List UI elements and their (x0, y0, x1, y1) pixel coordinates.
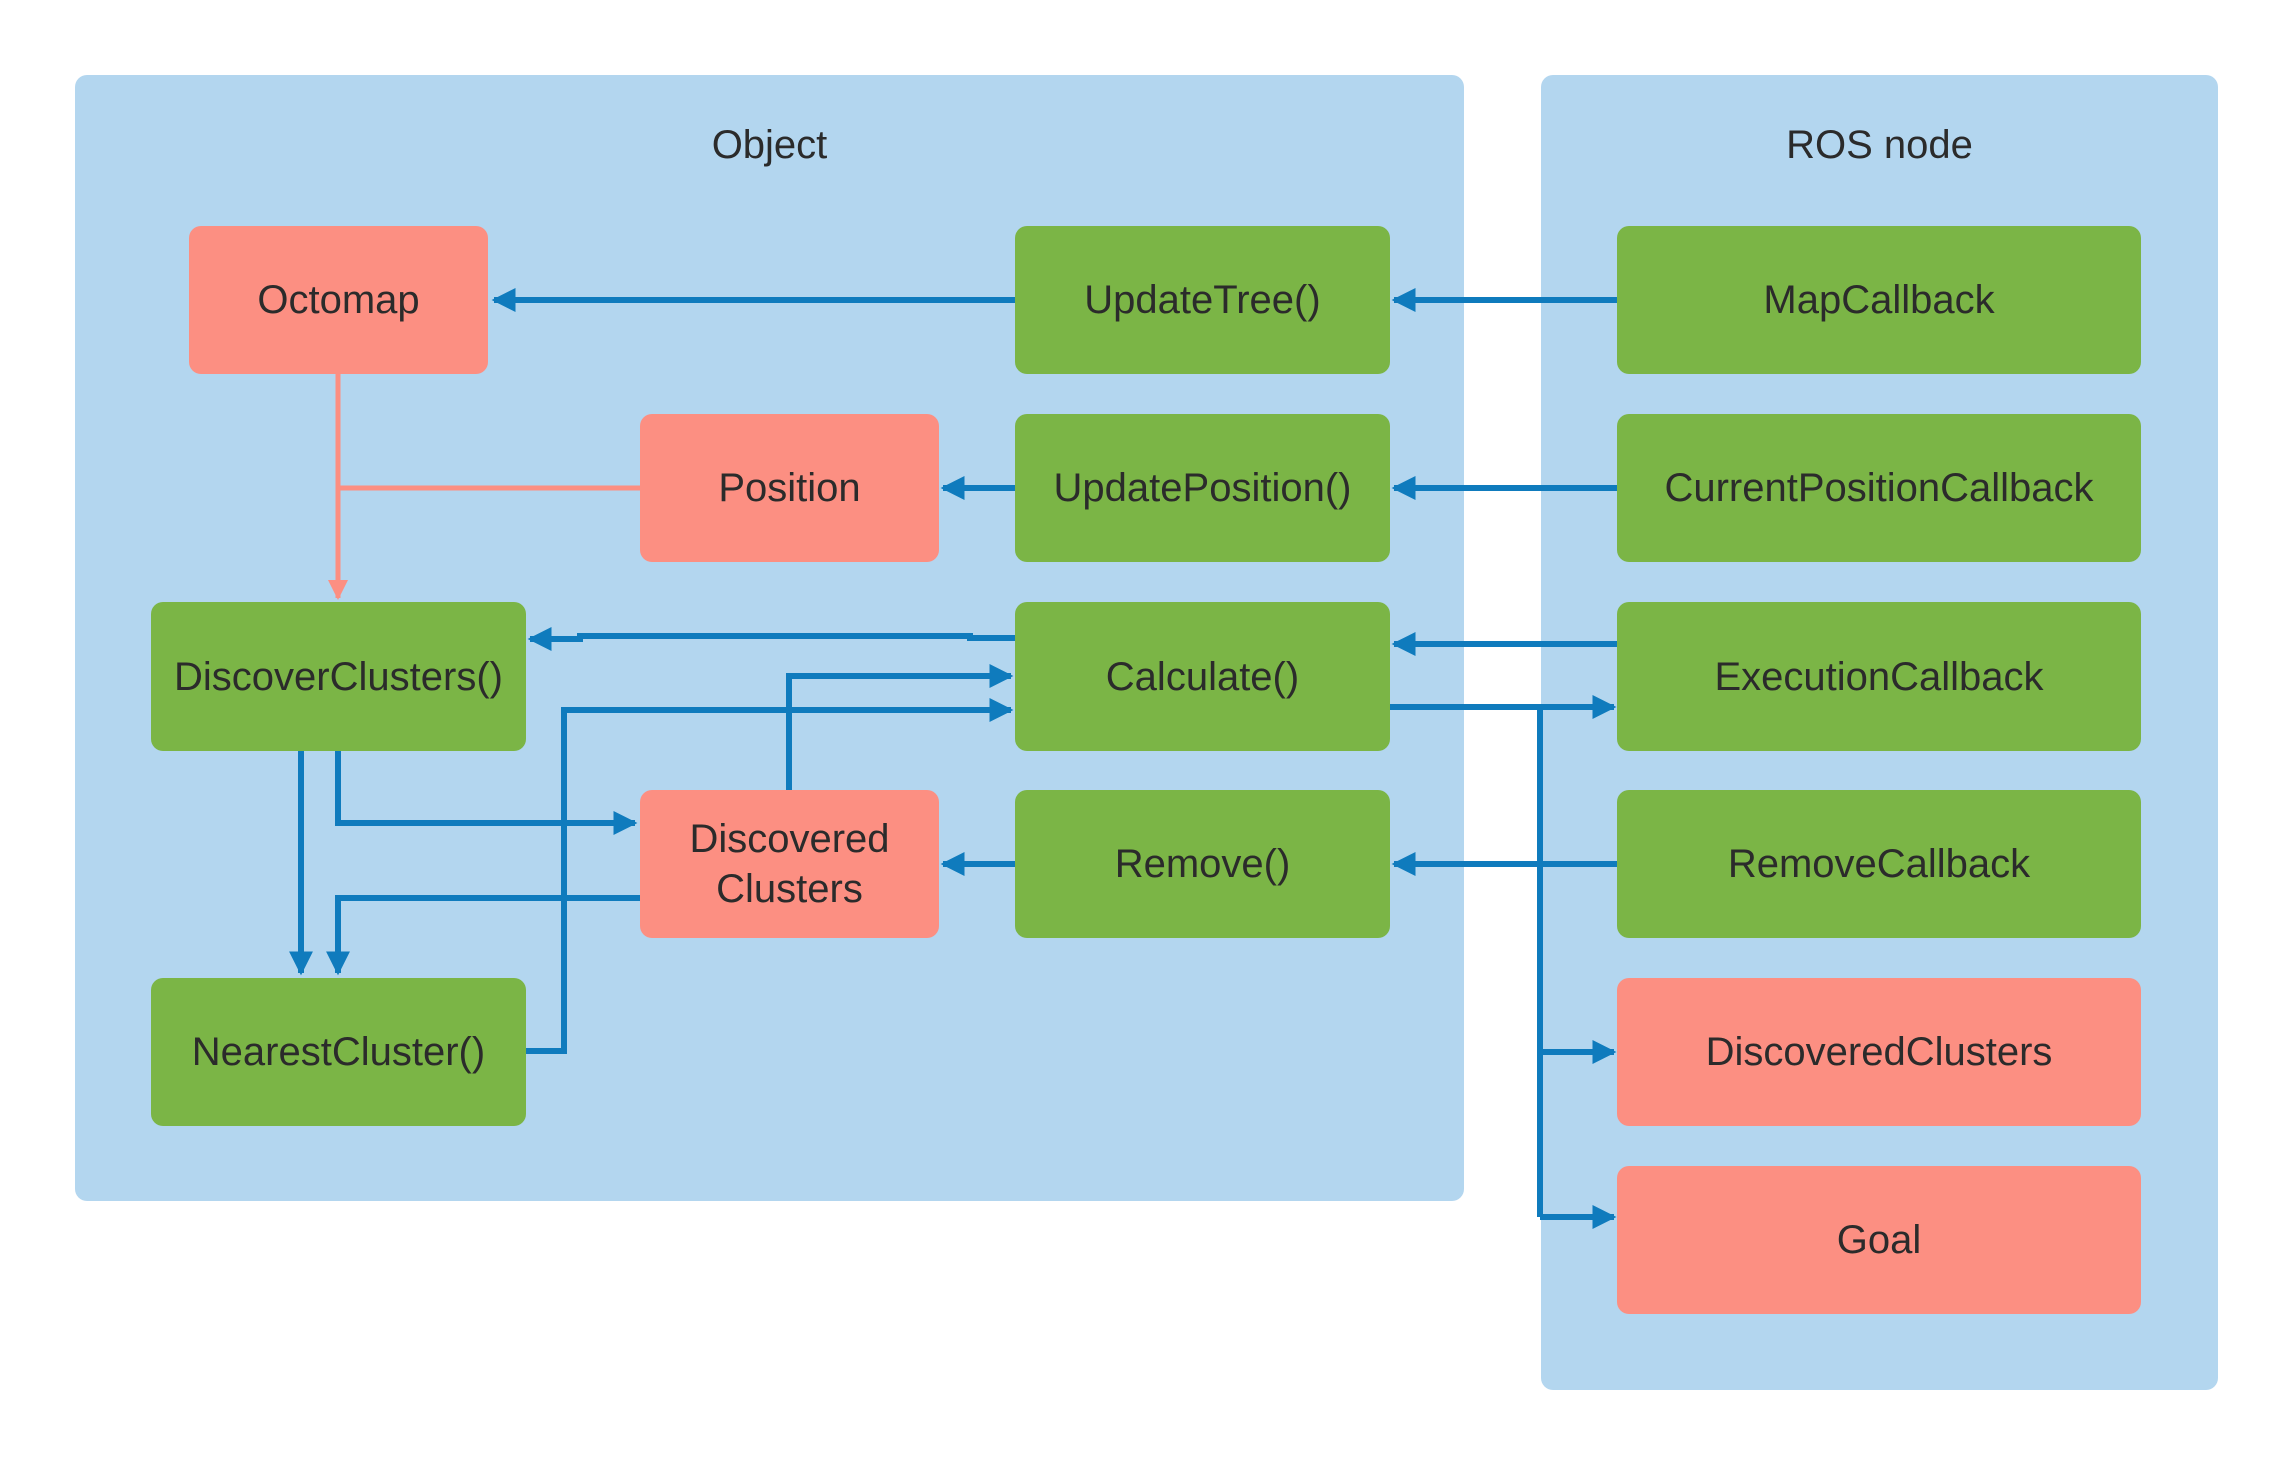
object-container-title: Object (711, 123, 828, 167)
calculate-box: Calculate() (1015, 602, 1390, 751)
octomap-box: Octomap (189, 226, 488, 374)
calculate-label: Calculate() (1105, 654, 1300, 699)
update-tree-box: UpdateTree() (1015, 226, 1390, 374)
nearest-cluster-label: NearestCluster() (191, 1030, 486, 1074)
arrow-discover-clusters-to-discovered-clusters (335, 751, 638, 835)
remove-callback-label: RemoveCallback (1727, 842, 2031, 886)
ros-node-container-title: ROS node (1786, 123, 1973, 167)
discovered-clusters-object-label: Discovered Clusters (689, 817, 890, 911)
discovered-clusters-ros-box: DiscoveredClusters (1617, 978, 2141, 1126)
position-box: Position (640, 414, 939, 562)
execution-callback-label: ExecutionCallback (1714, 654, 2044, 699)
execution-callback-box: ExecutionCallback (1617, 602, 2141, 751)
remove-label: Remove() (1114, 842, 1291, 886)
current-position-callback-box: CurrentPositionCallback (1617, 414, 2141, 562)
update-position-label: UpdatePosition() (1053, 466, 1352, 510)
goal-label: Goal (1836, 1218, 1922, 1262)
update-tree-label: UpdateTree() (1084, 278, 1321, 322)
discover-clusters-label: DiscoverClusters() (174, 654, 503, 699)
current-position-callback-label: CurrentPositionCallback (1664, 466, 2094, 510)
arrow-nearest-cluster-to-calculate (526, 698, 1014, 1054)
arrow-calculate-to-discover-clusters (527, 627, 1015, 651)
arrow-discovered-clusters-to-nearest-cluster (326, 895, 640, 976)
map-callback-box: MapCallback (1617, 226, 2141, 374)
update-position-box: UpdatePosition() (1015, 414, 1390, 562)
nearest-cluster-box: NearestCluster() (151, 978, 526, 1126)
remove-box: Remove() (1015, 790, 1390, 938)
octomap-label: Octomap (257, 278, 420, 322)
discovered-clusters-object-box: Discovered Clusters (640, 790, 939, 938)
position-label: Position (718, 466, 861, 510)
discover-clusters-box: DiscoverClusters() (151, 602, 526, 751)
goal-box: Goal (1617, 1166, 2141, 1314)
map-callback-label: MapCallback (1763, 278, 1995, 322)
arrow-discovered-clusters-to-calculate (786, 664, 1014, 790)
remove-callback-box: RemoveCallback (1617, 790, 2141, 938)
discovered-clusters-ros-label: DiscoveredClusters (1705, 1030, 2053, 1074)
